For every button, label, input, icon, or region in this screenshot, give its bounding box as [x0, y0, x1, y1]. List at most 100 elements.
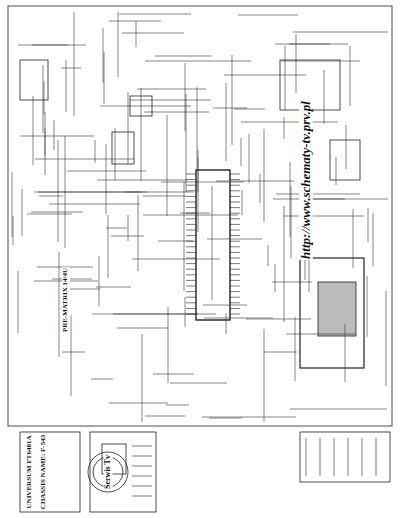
wire [22, 189, 23, 236]
wire [226, 83, 227, 161]
wire [324, 70, 325, 124]
wire [213, 108, 247, 109]
wire [153, 374, 194, 375]
wire [115, 128, 116, 180]
ic-pin [230, 274, 240, 275]
wire [145, 416, 185, 417]
wire [212, 186, 213, 300]
wire [168, 307, 169, 383]
wire [197, 87, 198, 169]
ic-pin [230, 263, 240, 264]
ic-pin [230, 308, 240, 309]
wire [275, 44, 348, 45]
wire [272, 282, 312, 283]
main-ic [196, 170, 230, 320]
ic-pin [186, 258, 196, 259]
ic-pin [230, 314, 240, 315]
ic-pin [186, 202, 196, 203]
wire [167, 115, 168, 216]
wire [119, 14, 191, 15]
wire [117, 328, 168, 329]
wire [350, 46, 351, 106]
chassis-name: CHASSIS NAME: F-543 [40, 434, 48, 510]
ic-pin [186, 224, 196, 225]
wire [289, 44, 330, 45]
wire [143, 196, 186, 197]
wire [35, 159, 134, 160]
flyback [330, 140, 360, 180]
wire [99, 256, 100, 306]
ic-pin [186, 179, 196, 180]
ic-pin [186, 246, 196, 247]
wire [184, 182, 185, 291]
grid-line [320, 438, 321, 476]
wire [145, 61, 251, 62]
wire [285, 46, 286, 111]
wire [268, 245, 269, 266]
wire [122, 33, 184, 34]
board-name: PRE-MATRIX 14/4U [62, 267, 70, 333]
wire [66, 60, 67, 112]
wire [39, 196, 63, 197]
wire [202, 417, 296, 418]
wire [186, 94, 187, 192]
transformer-area [318, 282, 356, 336]
wire [226, 313, 227, 334]
grid-line [334, 438, 335, 476]
wire [54, 120, 55, 150]
wire [45, 112, 46, 175]
service-stamp-text: Serwis Tv [104, 454, 113, 490]
wire [52, 279, 92, 280]
key-line [132, 456, 152, 457]
wire [283, 216, 364, 217]
key-line [132, 466, 152, 467]
wire [368, 208, 369, 242]
wire [97, 180, 187, 181]
model-name: UNIVERSUM FT6481A [26, 435, 34, 510]
wire [141, 88, 142, 181]
wire [111, 236, 144, 237]
website-watermark: http://www.schematy-tv.prv.pl [299, 100, 313, 260]
wire [373, 213, 374, 266]
wire [295, 317, 296, 381]
wire [290, 162, 291, 237]
wire [104, 52, 105, 104]
ic-pin [230, 235, 240, 236]
wire [32, 45, 68, 46]
ic-pin [186, 196, 196, 197]
wire [91, 379, 113, 380]
wire [95, 140, 96, 163]
wire [276, 194, 360, 195]
ic-pin [230, 213, 240, 214]
ic-pin [230, 202, 240, 203]
wire [33, 96, 34, 165]
grid-line [362, 438, 363, 476]
grid-line [376, 438, 377, 476]
wire [232, 55, 233, 145]
wire [336, 157, 337, 185]
wire [144, 112, 209, 113]
wire [302, 199, 388, 200]
ic-pin [186, 252, 196, 253]
wire [353, 209, 354, 268]
wire [216, 181, 294, 182]
wire [284, 117, 285, 139]
wire [31, 212, 83, 213]
wire [345, 324, 346, 382]
ic-pin [230, 269, 240, 270]
wire [137, 89, 206, 90]
wire [203, 305, 247, 306]
ic-pin [186, 230, 196, 231]
wire [346, 125, 347, 169]
wire [20, 136, 94, 137]
wire [65, 136, 66, 248]
wire [49, 204, 140, 205]
wire [109, 403, 168, 404]
ic-pin [186, 218, 196, 219]
wire [296, 34, 297, 93]
ic-pin [230, 246, 240, 247]
grid-line [306, 438, 307, 476]
wire [180, 213, 210, 214]
ic-pin [186, 213, 196, 214]
